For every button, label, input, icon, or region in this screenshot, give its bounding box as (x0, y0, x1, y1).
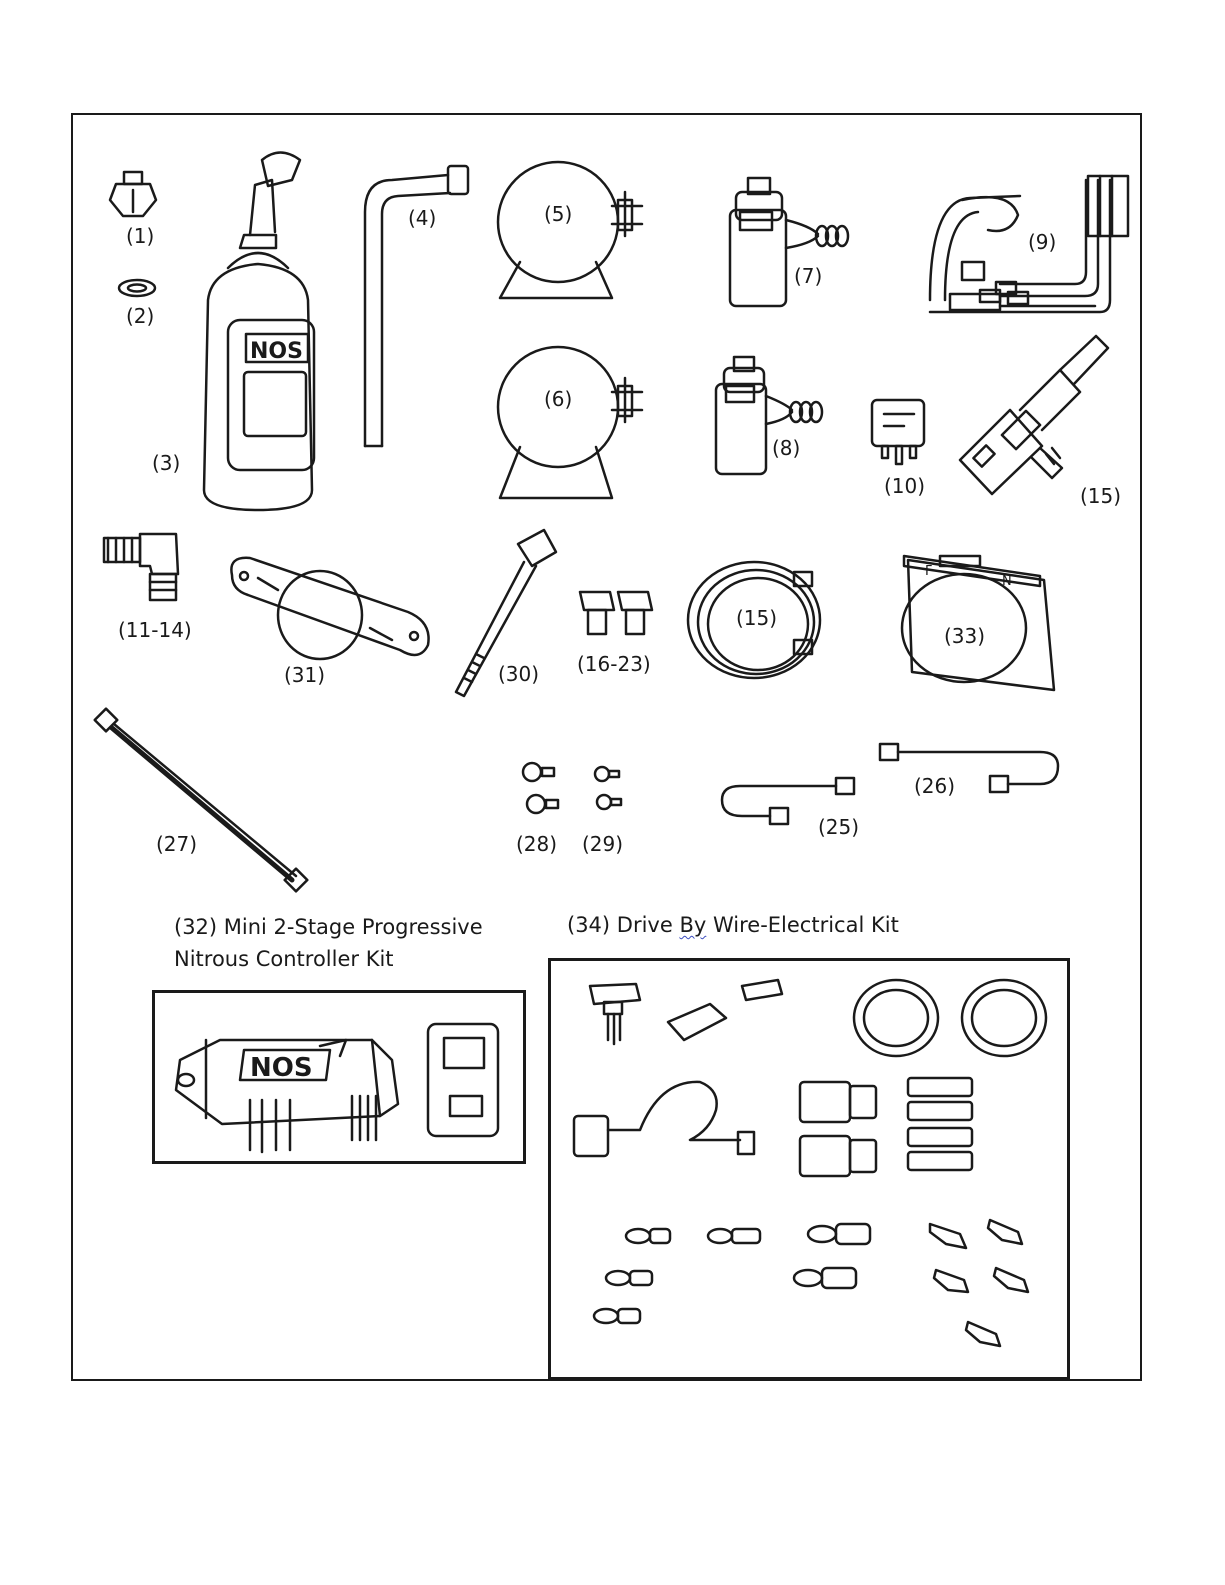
part-label-16-23: (16-23) (577, 654, 651, 674)
part-label-33: (33) (944, 626, 985, 646)
fitting-nut-icon (110, 172, 156, 216)
kit-34-box (548, 958, 1070, 1380)
part-label-15-nozzle: (15) (1080, 486, 1121, 506)
part-label-25: (25) (818, 817, 859, 837)
jets-icon (580, 592, 652, 634)
throttle-body-plate-icon: F N (902, 556, 1054, 690)
part-label-15-line: (15) (736, 608, 777, 628)
part-label-29: (29) (582, 834, 623, 854)
kit-32-title-line2: Nitrous Controller Kit (174, 944, 483, 976)
part-label-9: (9) (1028, 232, 1056, 252)
kit-34-title-prefix: (34) Drive (567, 913, 679, 937)
svg-text:F: F (925, 564, 932, 579)
part-label-3: (3) (152, 453, 180, 473)
kit-32-title-line1: (32) Mini 2-Stage Progressive (174, 912, 483, 944)
solenoid-large-icon (730, 178, 848, 306)
kit-34-title: (34) Drive By Wire-Electrical Kit (567, 910, 899, 942)
nitrous-bottle-icon: NOS (204, 153, 314, 511)
svg-text:N: N (1002, 574, 1012, 589)
part-label-28: (28) (516, 834, 557, 854)
kit-34-title-suffix: Wire-Electrical Kit (706, 913, 899, 937)
part-label-1: (1) (126, 226, 154, 246)
kit-32-title: (32) Mini 2-Stage Progressive Nitrous Co… (174, 912, 483, 975)
part-label-11-14: (11-14) (118, 620, 192, 640)
screws-large-icon (523, 763, 558, 813)
part-label-2: (2) (126, 306, 154, 326)
hard-line-long-icon (880, 744, 1058, 792)
elbow-fitting-icon (104, 534, 178, 600)
part-label-26: (26) (914, 776, 955, 796)
relay-icon (872, 400, 924, 464)
part-label-5: (5) (544, 204, 572, 224)
part-label-30: (30) (498, 664, 539, 684)
kit-32-box (152, 990, 526, 1164)
part-label-31: (31) (284, 665, 325, 685)
part-label-27: (27) (156, 834, 197, 854)
part-label-4: (4) (408, 208, 436, 228)
bottle-bracket-top-icon (498, 162, 642, 298)
part-label-6: (6) (544, 389, 572, 409)
nozzle-assembly-icon (960, 336, 1108, 494)
part-label-10: (10) (884, 476, 925, 496)
kit-34-title-underlined: By (679, 913, 706, 937)
solenoid-small-icon (716, 357, 822, 474)
bottle-bracket-bottom-icon (498, 347, 642, 498)
plate-gasket-icon (231, 558, 428, 659)
screws-small-icon (595, 767, 621, 809)
svg-text:NOS: NOS (250, 339, 303, 364)
braided-hose-icon (95, 709, 308, 892)
part-label-7: (7) (794, 266, 822, 286)
part-label-8: (8) (772, 438, 800, 458)
washer-icon (119, 280, 155, 296)
